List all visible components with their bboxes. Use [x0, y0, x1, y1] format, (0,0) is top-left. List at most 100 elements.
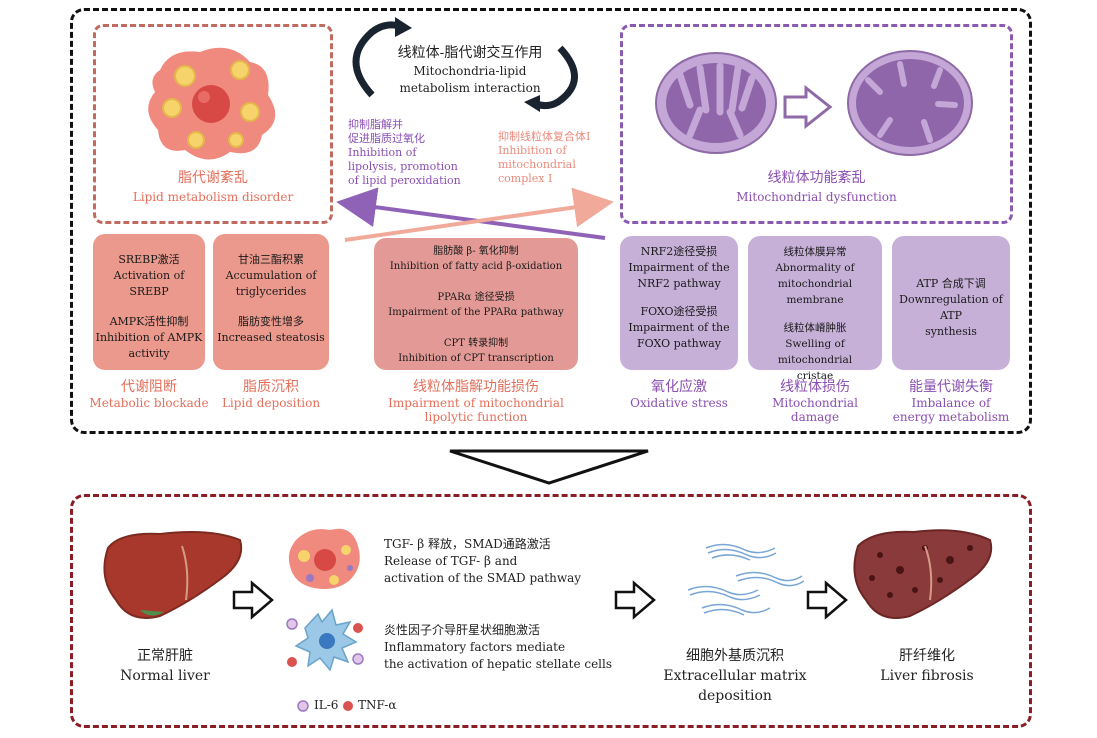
box-oxidative-stress: NRF2途径受损 Impairment of the NRF2 pathway … [620, 236, 738, 370]
normal-liver-icon [103, 531, 243, 619]
box-text: 线粒体膜异常 [783, 246, 847, 258]
fat-cell-icon [148, 47, 276, 160]
box-text: Impairment of the PPARα pathway [388, 307, 564, 318]
box-text: mitochondrial membrane [777, 278, 853, 306]
box-text: Inhibition of CPT transcription [398, 353, 554, 364]
box-text: FOXO pathway [637, 337, 721, 350]
center-title-en2: metabolism interaction [399, 81, 541, 95]
fibrosis-en: Liver fibrosis [880, 668, 974, 684]
arrow-left-en1: Inhibition of [348, 146, 417, 159]
normal-liver-zh: 正常肝脏 [137, 648, 193, 664]
cat-en: Imbalance of [911, 396, 991, 410]
box-text: Impairment of the [628, 261, 730, 274]
box-text: 脂肪变性增多 [238, 315, 304, 328]
lipid-disorder-frame [93, 24, 333, 224]
lipid-disorder-zh: 脂代谢紊乱 [178, 170, 248, 186]
arrow-left-en2: lipolysis, promotion [348, 160, 458, 173]
cycle-arrow-bottom-icon [534, 45, 578, 110]
cat-damage: 线粒体损伤 Mitochondrial damage [748, 376, 882, 424]
normal-liver-en: Normal liver [120, 668, 210, 684]
cat-en: Mitochondrial [772, 396, 858, 410]
box-text: AMPK活性抑制 [109, 315, 189, 328]
box-text: FOXO途径受损 [640, 305, 718, 318]
center-title-en1: Mitochondria-lipid [413, 64, 527, 78]
cat-oxidative: 氧化应激 Oxidative stress [620, 376, 738, 410]
box-text: Activation of SREBP [113, 269, 185, 298]
box-text: activity [128, 347, 170, 360]
box-text: synthesis [925, 325, 977, 338]
ecm-fibers-icon [687, 543, 805, 616]
fibrotic-liver-icon [853, 529, 993, 619]
normal-liver-label: 正常肝脏 Normal liver [110, 646, 220, 686]
tgf-zh: TGF- β 释放，SMAD通路激活 [384, 537, 551, 551]
cat-zh: 代谢阻断 [121, 379, 177, 395]
arrow-outline-icon-3 [806, 580, 848, 620]
cat-en: lipolytic function [424, 410, 528, 424]
lipid-disorder-en: Lipid metabolism disorder [132, 190, 294, 204]
arrow-left-label: 抑制脂解并 促进脂质过氧化 Inhibition of lipolysis, p… [348, 118, 488, 188]
inflam-text: 炎性因子介导肝星状细胞激活 Inflammatory factors media… [384, 622, 624, 673]
box-text: 线粒体嵴肿胀 [783, 322, 847, 334]
mito-dysfunction-en: Mitochondrial dysfunction [736, 190, 897, 204]
cat-en: energy metabolism [892, 410, 1010, 424]
arrow-left-zh2: 促进脂质过氧化 [348, 132, 425, 145]
tgf-text: TGF- β 释放，SMAD通路激活 Release of TGF- β and… [384, 536, 624, 587]
center-title-zh: 线粒体-脂代谢交互作用 [397, 45, 543, 61]
box-text: 脂肪酸 β- 氧化抑制 [433, 246, 519, 257]
cat-en: Lipid deposition [221, 396, 321, 410]
box-text: Inhibition of fatty acid β-oxidation [389, 261, 563, 272]
arrow-right-en1: Inhibition of [498, 144, 567, 157]
mito-dysfunction-frame [620, 24, 1013, 224]
cat-lipolytic: 线粒体脂解功能损伤 Impairment of mitochondrial li… [374, 376, 578, 424]
box-text: 甘油三酯积累 [238, 253, 304, 266]
box-text: CPT 转录抑制 [443, 338, 509, 349]
bottom-panel-frame [70, 494, 1032, 728]
arrow-right-en3: complex I [498, 172, 553, 185]
box-text: NRF2途径受损 [640, 245, 718, 258]
inflam-en1: Inflammatory factors mediate [384, 640, 566, 654]
cat-energy: 能量代谢失衡 Imbalance of energy metabolism [886, 376, 1016, 424]
cat-zh: 线粒体损伤 [780, 379, 850, 395]
arrow-right-zh: 抑制线粒体复合体I [498, 130, 591, 143]
il6-legend-icon [297, 700, 309, 712]
box-text: Inhibition of AMPK [95, 331, 203, 344]
arrow-lipid-to-mito [344, 187, 614, 242]
box-metabolic-blockade: SREBP激活 Activation of SREBP AMPK活性抑制 Inh… [93, 234, 205, 370]
box-text: Abnormality of [775, 262, 855, 274]
cat-lipid: 脂质沉积 Lipid deposition [213, 376, 329, 410]
cat-metabolic: 代谢阻断 Metabolic blockade [88, 376, 210, 410]
right-arrow-outline-icon [783, 84, 833, 130]
tgf-cell-icon [288, 528, 360, 589]
arrow-left-en3: of lipid peroxidation [348, 174, 461, 187]
box-lipid-deposition: 甘油三酯积累 Accumulation of triglycerides 脂肪变… [213, 234, 329, 370]
box-energy: ATP 合成下调 Downregulation of ATP synthesis [892, 236, 1010, 370]
arrow-right-label: 抑制线粒体复合体I Inhibition of mitochondrial co… [498, 130, 618, 186]
box-text: Swelling of mitochondrial [777, 338, 853, 366]
mitochondria-normal-icon [655, 52, 777, 154]
ecm-en: Extracellular matrix deposition [663, 668, 807, 704]
cat-zh: 氧化应激 [651, 379, 707, 395]
box-text: ATP 合成下调 [916, 277, 986, 290]
cat-zh: 脂质沉积 [243, 379, 299, 395]
cat-en: Impairment of mitochondrial [388, 396, 564, 410]
arrow-outline-icon [232, 580, 274, 620]
ecm-zh: 细胞外基质沉积 [686, 648, 784, 664]
inflam-en2: the activation of hepatic stellate cells [384, 657, 613, 671]
tgf-en2: activation of the SMAD pathway [384, 571, 582, 585]
fibrosis-label: 肝纤维化 Liver fibrosis [872, 646, 982, 686]
down-arrow-icon [449, 449, 649, 485]
top-panel-frame [70, 8, 1032, 434]
box-mito-damage: 线粒体膜异常 Abnormality of mitochondrial memb… [748, 236, 882, 382]
legend-tnf: TNF-α [358, 698, 397, 712]
box-text: NRF2 pathway [637, 277, 721, 290]
cat-en: Oxidative stress [630, 396, 728, 410]
tnf-legend-icon [343, 701, 353, 711]
ecm-label: 细胞外基质沉积 Extracellular matrix deposition [640, 646, 830, 706]
mitochondria-swollen-icon [847, 50, 973, 156]
box-text: Accumulation of [225, 269, 317, 282]
box-text: Increased steatosis [217, 331, 325, 344]
box-lipolytic: 脂肪酸 β- 氧化抑制 Inhibition of fatty acid β-o… [374, 238, 578, 370]
arrow-right-en2: mitochondrial [498, 158, 576, 171]
cat-en: damage [790, 410, 840, 424]
